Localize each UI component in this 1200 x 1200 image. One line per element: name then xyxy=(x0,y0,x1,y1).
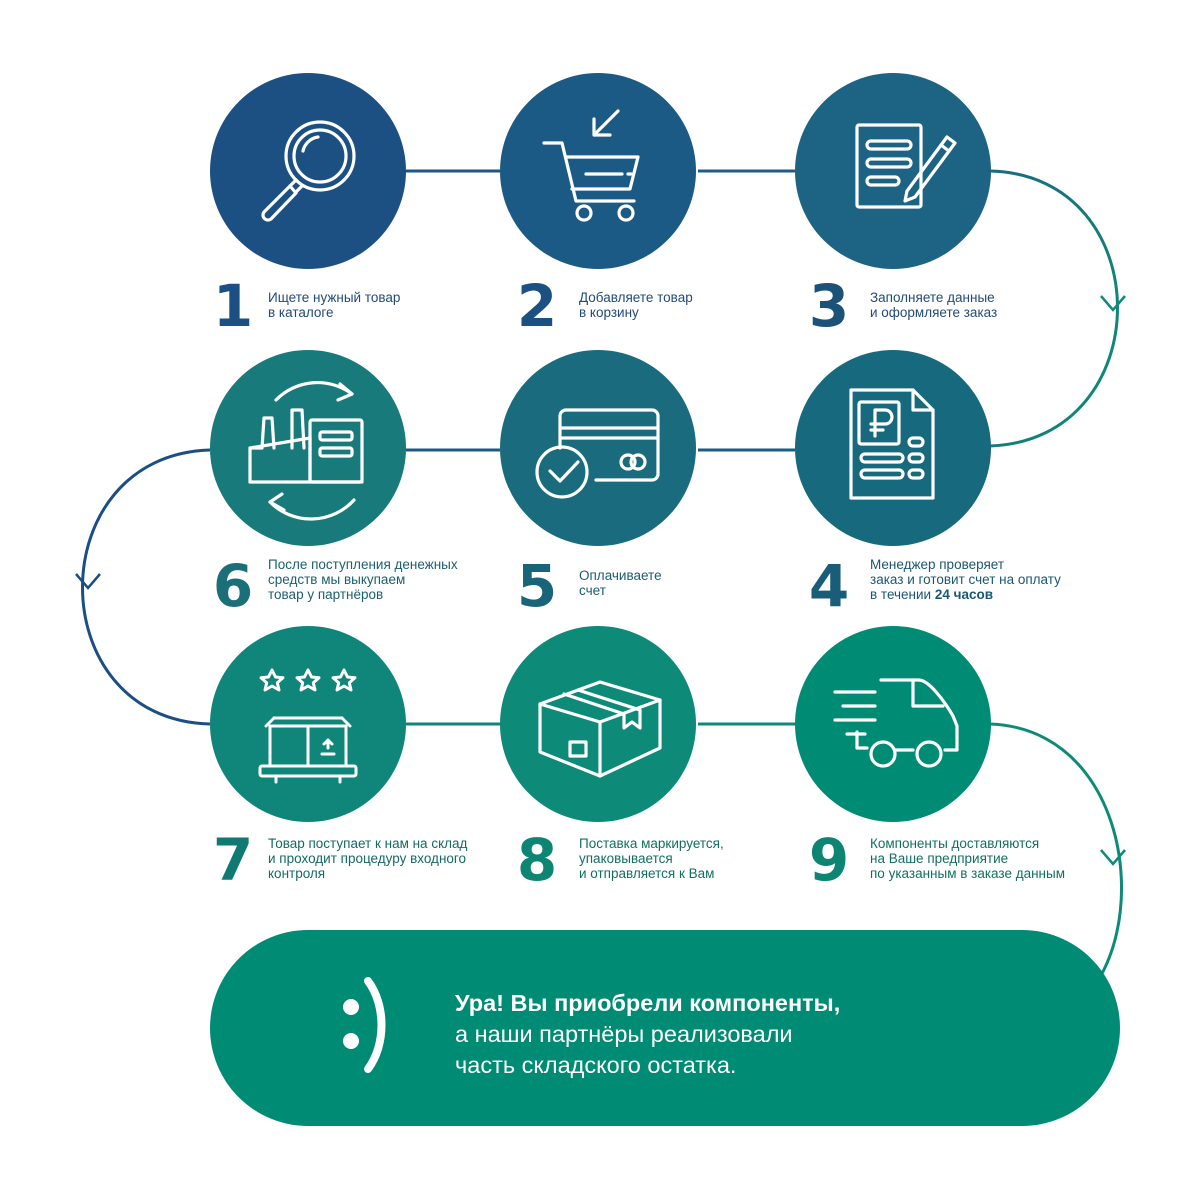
step-6-circle xyxy=(210,350,406,546)
step-2-number: 2 xyxy=(516,272,558,340)
delivery-van-icon xyxy=(833,678,959,768)
connector-3-4 xyxy=(989,169,1119,448)
magnifier-icon xyxy=(261,120,356,222)
parcel-box-icon xyxy=(538,680,662,778)
step-3-circle xyxy=(795,73,991,269)
step-8-caption: Поставка маркируется, упаковывается и от… xyxy=(579,836,724,881)
step-2-circle xyxy=(500,73,696,269)
step-7-number: 7 xyxy=(212,826,254,894)
final-message: Ура! Вы приобрели компоненты, а наши пар… xyxy=(455,988,1015,1081)
step-5-caption: Оплачиваете счет xyxy=(579,568,662,598)
step-5-circle xyxy=(500,350,696,546)
final-banner xyxy=(210,930,1120,1126)
final-headline: Ура! Вы приобрели компоненты, xyxy=(455,990,841,1016)
step-5-number: 5 xyxy=(516,552,558,620)
factory-cycle-icon xyxy=(248,380,364,521)
step-9-number: 9 xyxy=(808,826,850,894)
step-3-caption: Заполняете данные и оформляете заказ xyxy=(870,290,998,320)
step-4-number: 4 xyxy=(808,552,850,620)
final-line-3: часть складского остатка. xyxy=(455,1052,737,1078)
smiley-icon: :) xyxy=(343,977,386,1073)
step-6-number: 6 xyxy=(212,552,254,620)
step-1-caption: Ищете нужный товар в каталоге xyxy=(268,290,401,320)
step-1-circle xyxy=(210,73,406,269)
arrow-down-icon xyxy=(1100,849,1126,866)
step-4-circle xyxy=(795,350,991,546)
ruble-invoice-icon xyxy=(849,388,935,500)
step-7-circle xyxy=(210,626,406,822)
star-icon xyxy=(331,668,357,692)
step-8-number: 8 xyxy=(516,826,558,894)
step-1-number: 1 xyxy=(212,272,254,340)
step-6-caption: После поступления денежных средств мы вы… xyxy=(268,557,458,602)
step-2-caption: Добавляете товар в корзину xyxy=(579,290,693,320)
step-9-caption: Компоненты доставляются на Ваше предприя… xyxy=(870,836,1065,881)
star-icon xyxy=(259,668,285,692)
step-9-circle xyxy=(795,626,991,822)
star-icon xyxy=(295,668,321,692)
step-3-number: 3 xyxy=(808,272,850,340)
arrow-down-icon xyxy=(75,573,101,590)
connector-6-7 xyxy=(81,448,211,726)
warehouse-rating-icon xyxy=(258,668,358,784)
arrow-down-icon xyxy=(1100,295,1126,312)
credit-card-check-icon xyxy=(535,408,660,499)
shopping-cart-icon xyxy=(542,109,640,222)
step-4-caption: Менеджер проверяет заказ и готовит счет … xyxy=(870,557,1061,602)
step-8-circle xyxy=(500,626,696,822)
final-line-2: а наши партнёры реализовали xyxy=(455,1021,793,1047)
document-pencil-icon xyxy=(855,123,957,209)
step-7-caption: Товар поступает к нам на склад и проходи… xyxy=(268,836,468,881)
